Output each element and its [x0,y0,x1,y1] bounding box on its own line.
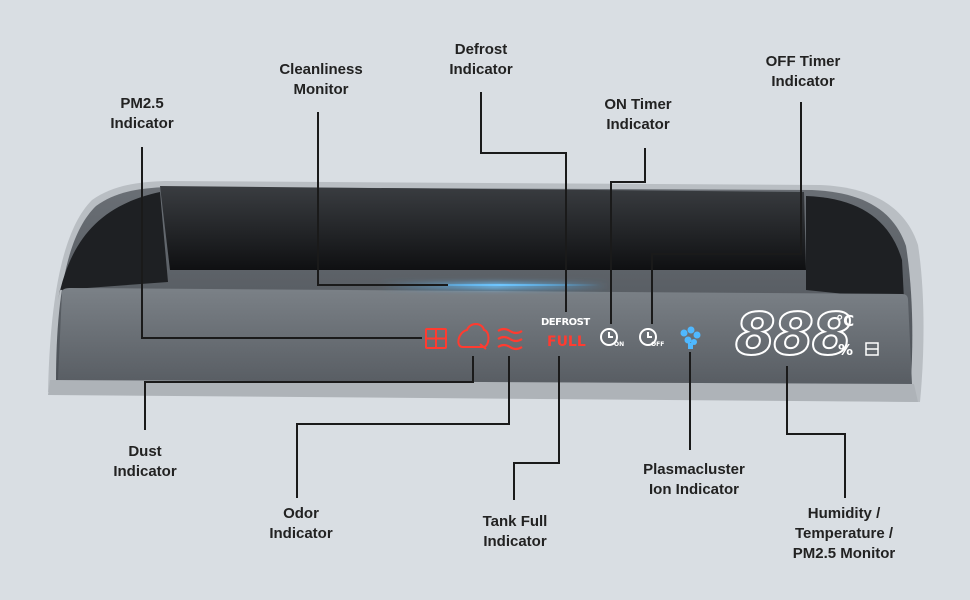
leader-off-timer [651,102,802,324]
label-monitor: Humidity /Temperature /PM2.5 Monitor [792,505,896,562]
odor-icon [497,327,523,351]
plasmacluster-icon [680,326,701,349]
tank-full-led-text: FULL [547,334,586,350]
dust-icon [457,323,490,350]
leader-on-timer [610,148,646,324]
cleanliness-light [400,284,600,286]
leader-pm25 [141,147,422,339]
leader-dust [144,356,474,430]
on-timer-sub: ON [614,341,625,348]
off-timer-icon [639,328,657,346]
display-face [58,288,912,384]
device-handle [160,186,806,270]
leader-lines [141,92,846,500]
on-timer-icon [600,328,618,346]
leader-cleanliness [317,112,448,286]
leader-monitor [786,366,846,498]
leader-defrost [480,92,567,312]
defrost-led-text: DEFROST [541,317,590,328]
off-timer-sub: OFF [651,341,665,348]
pm25-icon [425,328,447,349]
leader-odor [296,356,510,498]
unit-percent: % [838,341,854,359]
unit-celsius: ℃ [836,312,855,330]
leader-tank-full [513,356,560,500]
pm-mini-icon [865,342,879,356]
monitor-digits: 888 [734,300,853,368]
